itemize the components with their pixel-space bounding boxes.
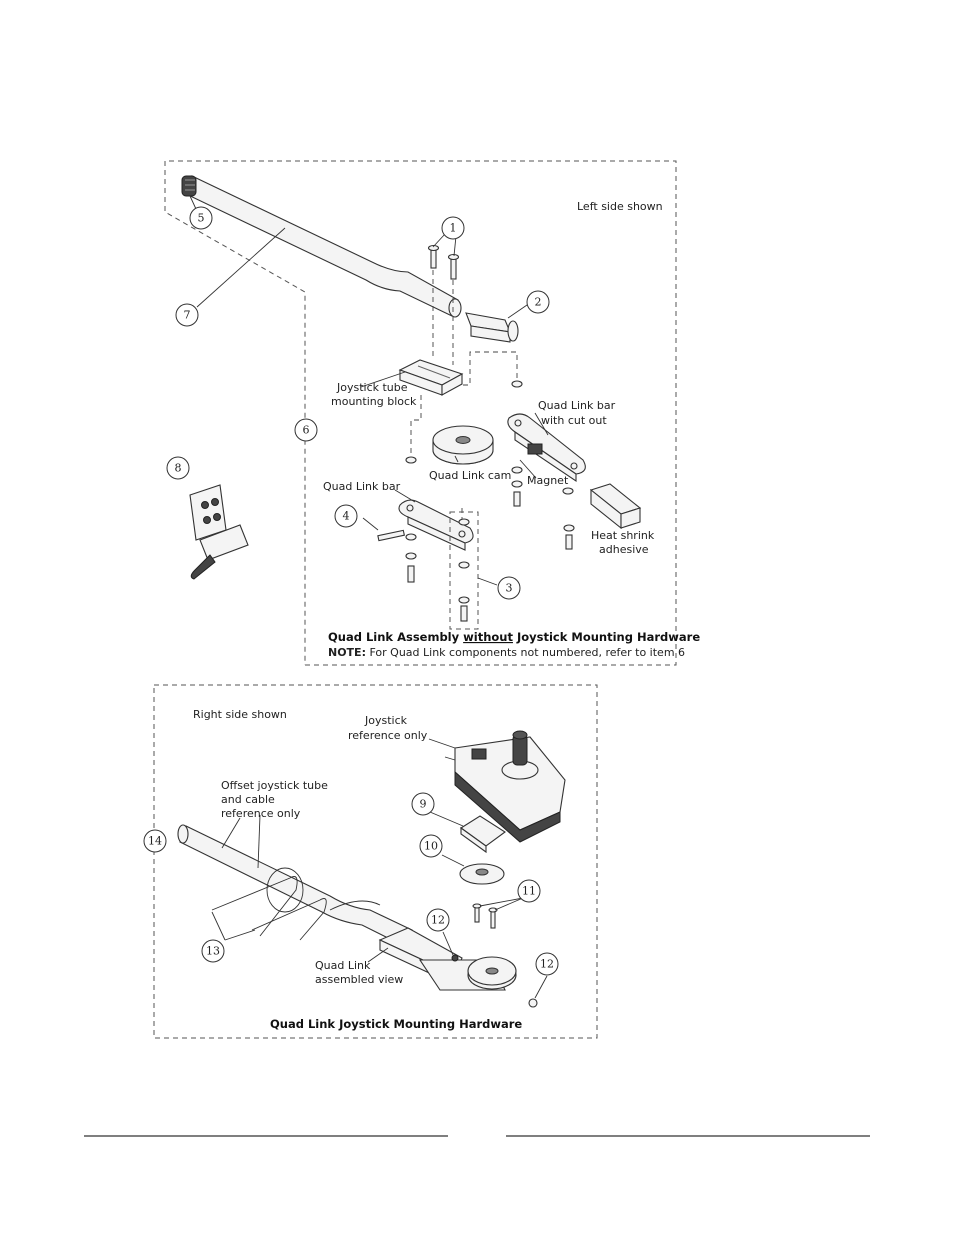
- svg-text:14: 14: [148, 835, 162, 848]
- balloon-12b: 12: [535, 952, 559, 976]
- bottom-leader-lines: [211, 738, 548, 999]
- label-assembled-2: assembled view: [315, 973, 403, 986]
- svg-text:9: 9: [420, 798, 427, 811]
- alignment-lines: [410, 270, 518, 520]
- end-plug: [181, 175, 197, 197]
- balloon-10: 10: [419, 834, 443, 858]
- svg-text:1: 1: [450, 222, 457, 235]
- washers-studs: [405, 380, 575, 583]
- bottom-panel: Right side shown: [143, 684, 598, 1039]
- joystick: [444, 730, 566, 843]
- svg-text:11: 11: [522, 885, 536, 898]
- setscrew-item12: [528, 998, 538, 1008]
- balloon-3: 3: [497, 576, 521, 600]
- label-mounting-block-1: Joystick tube: [336, 381, 408, 394]
- label-bar: Quad Link bar: [323, 480, 401, 493]
- svg-text:12: 12: [540, 958, 554, 971]
- view-note-left: Left side shown: [577, 200, 663, 213]
- svg-text:13: 13: [206, 945, 220, 958]
- balloon-12a: 12: [426, 908, 450, 932]
- label-joystick-2: reference only: [348, 729, 428, 742]
- kit-item3: [449, 511, 479, 630]
- balloon-6: 6: [294, 418, 318, 442]
- svg-text:2: 2: [535, 296, 542, 309]
- svg-text:5: 5: [198, 212, 205, 225]
- balloon-2: 2: [526, 290, 550, 314]
- top-caption: Quad Link Assembly without Joystick Moun…: [328, 630, 700, 644]
- svg-text:10: 10: [424, 840, 438, 853]
- top-panel-frame: [164, 160, 677, 666]
- balloon-5: 5: [189, 206, 213, 230]
- svg-text:7: 7: [184, 309, 191, 322]
- label-assembled-1: Quad Link: [315, 959, 371, 972]
- svg-text:6: 6: [303, 424, 310, 437]
- quad-link-assembled: [378, 927, 517, 991]
- top-leader-lines: [189, 195, 549, 586]
- label-offset-3: reference only: [221, 807, 301, 820]
- top-note: NOTE: For Quad Link components not numbe…: [328, 646, 685, 659]
- balloon-13: 13: [201, 939, 225, 963]
- wire-ties: [211, 867, 327, 941]
- bottom-panel-frame: [153, 684, 598, 1039]
- svg-text:8: 8: [175, 462, 182, 475]
- view-note-right: Right side shown: [193, 708, 287, 721]
- cam-item10: [459, 863, 505, 885]
- quad-link-bar-cutout: [507, 413, 586, 483]
- cover-item9: [460, 815, 506, 854]
- bracket-item8: [189, 484, 249, 580]
- screws-item11: [472, 903, 498, 929]
- balloon-9: 9: [411, 792, 435, 816]
- screws-item1: [427, 244, 460, 280]
- label-bar-cutout-2: with cut out: [541, 414, 607, 427]
- svg-text:12: 12: [431, 914, 445, 927]
- quad-link-bar: [398, 499, 474, 551]
- label-mounting-block-2: mounting block: [331, 395, 417, 408]
- bottom-caption: Quad Link Joystick Mounting Hardware: [270, 1017, 522, 1031]
- balloon-8: 8: [166, 456, 190, 480]
- svg-text:4: 4: [343, 510, 350, 523]
- balloon-1: 1: [441, 216, 465, 240]
- label-heat-1: Heat shrink: [591, 529, 655, 542]
- svg-text:3: 3: [506, 582, 513, 595]
- label-offset-2: and cable: [221, 793, 275, 806]
- label-bar-cutout-1: Quad Link bar: [538, 399, 616, 412]
- offset-tube: [177, 824, 413, 947]
- label-heat-2: adhesive: [599, 543, 649, 556]
- heat-shrink: [589, 483, 642, 530]
- label-cam: Quad Link cam: [429, 469, 511, 482]
- top-panel: Left side shown: [164, 160, 700, 666]
- balloon-11: 11: [517, 879, 541, 903]
- balloon-14: 14: [143, 829, 167, 853]
- pin-item4: [377, 529, 405, 542]
- balloon-7: 7: [175, 303, 199, 327]
- label-joystick-1: Joystick: [364, 714, 408, 727]
- label-offset-1: Offset joystick tube: [221, 779, 328, 792]
- label-magnet: Magnet: [527, 474, 569, 487]
- balloon-4: 4: [334, 504, 358, 528]
- block-item2: [465, 312, 519, 343]
- quad-link-cam: [432, 425, 494, 465]
- mounting-block: [398, 359, 464, 396]
